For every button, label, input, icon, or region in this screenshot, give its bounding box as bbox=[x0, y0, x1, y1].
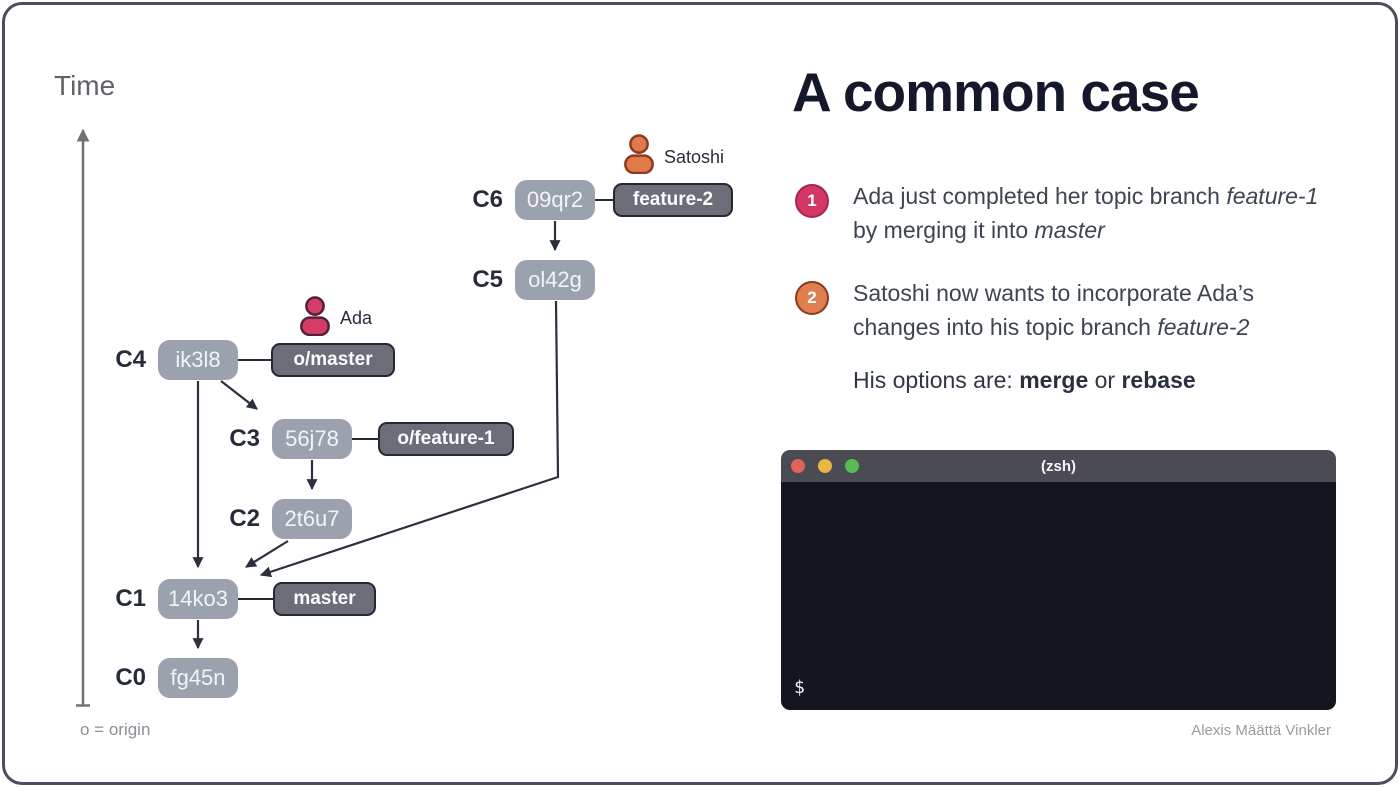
step-2-text-part: Satoshi now wants to incorporate Ada’s c… bbox=[853, 280, 1255, 340]
commit-node: 14ko3 bbox=[158, 579, 238, 619]
commit-c4: C4 ik3l8 bbox=[115, 340, 238, 380]
commit-c2: C2 2t6u7 bbox=[229, 499, 352, 539]
branch-connectors bbox=[238, 199, 613, 600]
commit-arrows bbox=[192, 221, 561, 650]
terminal-title: (zsh) bbox=[1041, 457, 1076, 475]
branch-label-feature-2: feature-2 bbox=[613, 183, 733, 217]
commit-id: C0 bbox=[115, 664, 146, 691]
commit-c0: C0 fg45n bbox=[115, 658, 238, 698]
time-axis bbox=[76, 128, 90, 707]
branch-label-o-feature-1: o/feature-1 bbox=[378, 422, 514, 456]
options-rebase: rebase bbox=[1121, 367, 1196, 393]
origin-legend: o = origin bbox=[80, 720, 151, 739]
commit-c3: C3 56j78 bbox=[229, 419, 352, 459]
commit-id: C1 bbox=[115, 585, 146, 612]
commit-node: fg45n bbox=[158, 658, 238, 698]
commit-node: 56j78 bbox=[272, 419, 352, 459]
arrow-c2-c1 bbox=[245, 540, 289, 568]
commit-node: 2t6u7 bbox=[272, 499, 352, 539]
branch-label-o-master: o/master bbox=[271, 343, 395, 377]
satoshi-name: Satoshi bbox=[664, 147, 725, 167]
commit-c1: C1 14ko3 bbox=[115, 579, 238, 619]
step-1-master: master bbox=[1034, 217, 1105, 243]
options-or: or bbox=[1088, 367, 1122, 393]
ada-name: Ada bbox=[340, 308, 373, 328]
branch-label-master: master bbox=[273, 582, 376, 616]
step-2-badge: 2 bbox=[795, 281, 829, 315]
options-merge: merge bbox=[1019, 367, 1089, 393]
commit-id: C2 bbox=[229, 505, 260, 532]
commit-c5: C5 ol42g bbox=[472, 260, 595, 300]
page-title: A common case bbox=[792, 61, 1200, 123]
commit-c6: C6 09qr2 bbox=[472, 180, 595, 220]
minimize-button[interactable] bbox=[818, 459, 832, 473]
step-1-text-part: Ada just completed her topic branch bbox=[853, 183, 1227, 209]
maximize-button[interactable] bbox=[845, 459, 859, 473]
commit-id: C3 bbox=[229, 425, 260, 452]
arrow-c4-c3 bbox=[220, 380, 258, 410]
options-prefix: His options are: bbox=[853, 367, 1020, 393]
commit-id: C4 bbox=[115, 346, 146, 373]
commit-node: ol42g bbox=[515, 260, 595, 300]
arrow-c5-c1 bbox=[259, 300, 560, 578]
terminal-titlebar: (zsh) bbox=[781, 450, 1336, 482]
shell-prompt: $ bbox=[794, 677, 805, 698]
step-2-text: Satoshi now wants to incorporate Ada’s c… bbox=[853, 276, 1323, 344]
terminal-window: (zsh) $ bbox=[781, 450, 1336, 710]
step-1-badge: 1 bbox=[795, 184, 829, 218]
time-axis-label: Time bbox=[54, 70, 116, 101]
step-1-feature-1: feature-1 bbox=[1226, 183, 1319, 209]
terminal-body: $ bbox=[781, 482, 1336, 710]
ada-avatar-icon bbox=[300, 296, 330, 336]
commit-node: 09qr2 bbox=[515, 180, 595, 220]
options-text: His options are: merge or rebase bbox=[853, 367, 1196, 394]
step-1-text: Ada just completed her topic branch feat… bbox=[853, 179, 1323, 247]
commit-id: C5 bbox=[472, 266, 503, 293]
commit-id: C6 bbox=[472, 186, 503, 213]
step-2-number: 2 bbox=[807, 288, 817, 307]
step-2-feature-2: feature-2 bbox=[1157, 314, 1250, 340]
satoshi-avatar-icon bbox=[624, 134, 654, 174]
author-credit: Alexis Määttä Vinkler bbox=[1191, 722, 1331, 739]
step-1-text-part: by merging it into bbox=[853, 217, 1035, 243]
close-button[interactable] bbox=[791, 459, 805, 473]
commit-node: ik3l8 bbox=[158, 340, 238, 380]
step-1-number: 1 bbox=[807, 191, 817, 210]
